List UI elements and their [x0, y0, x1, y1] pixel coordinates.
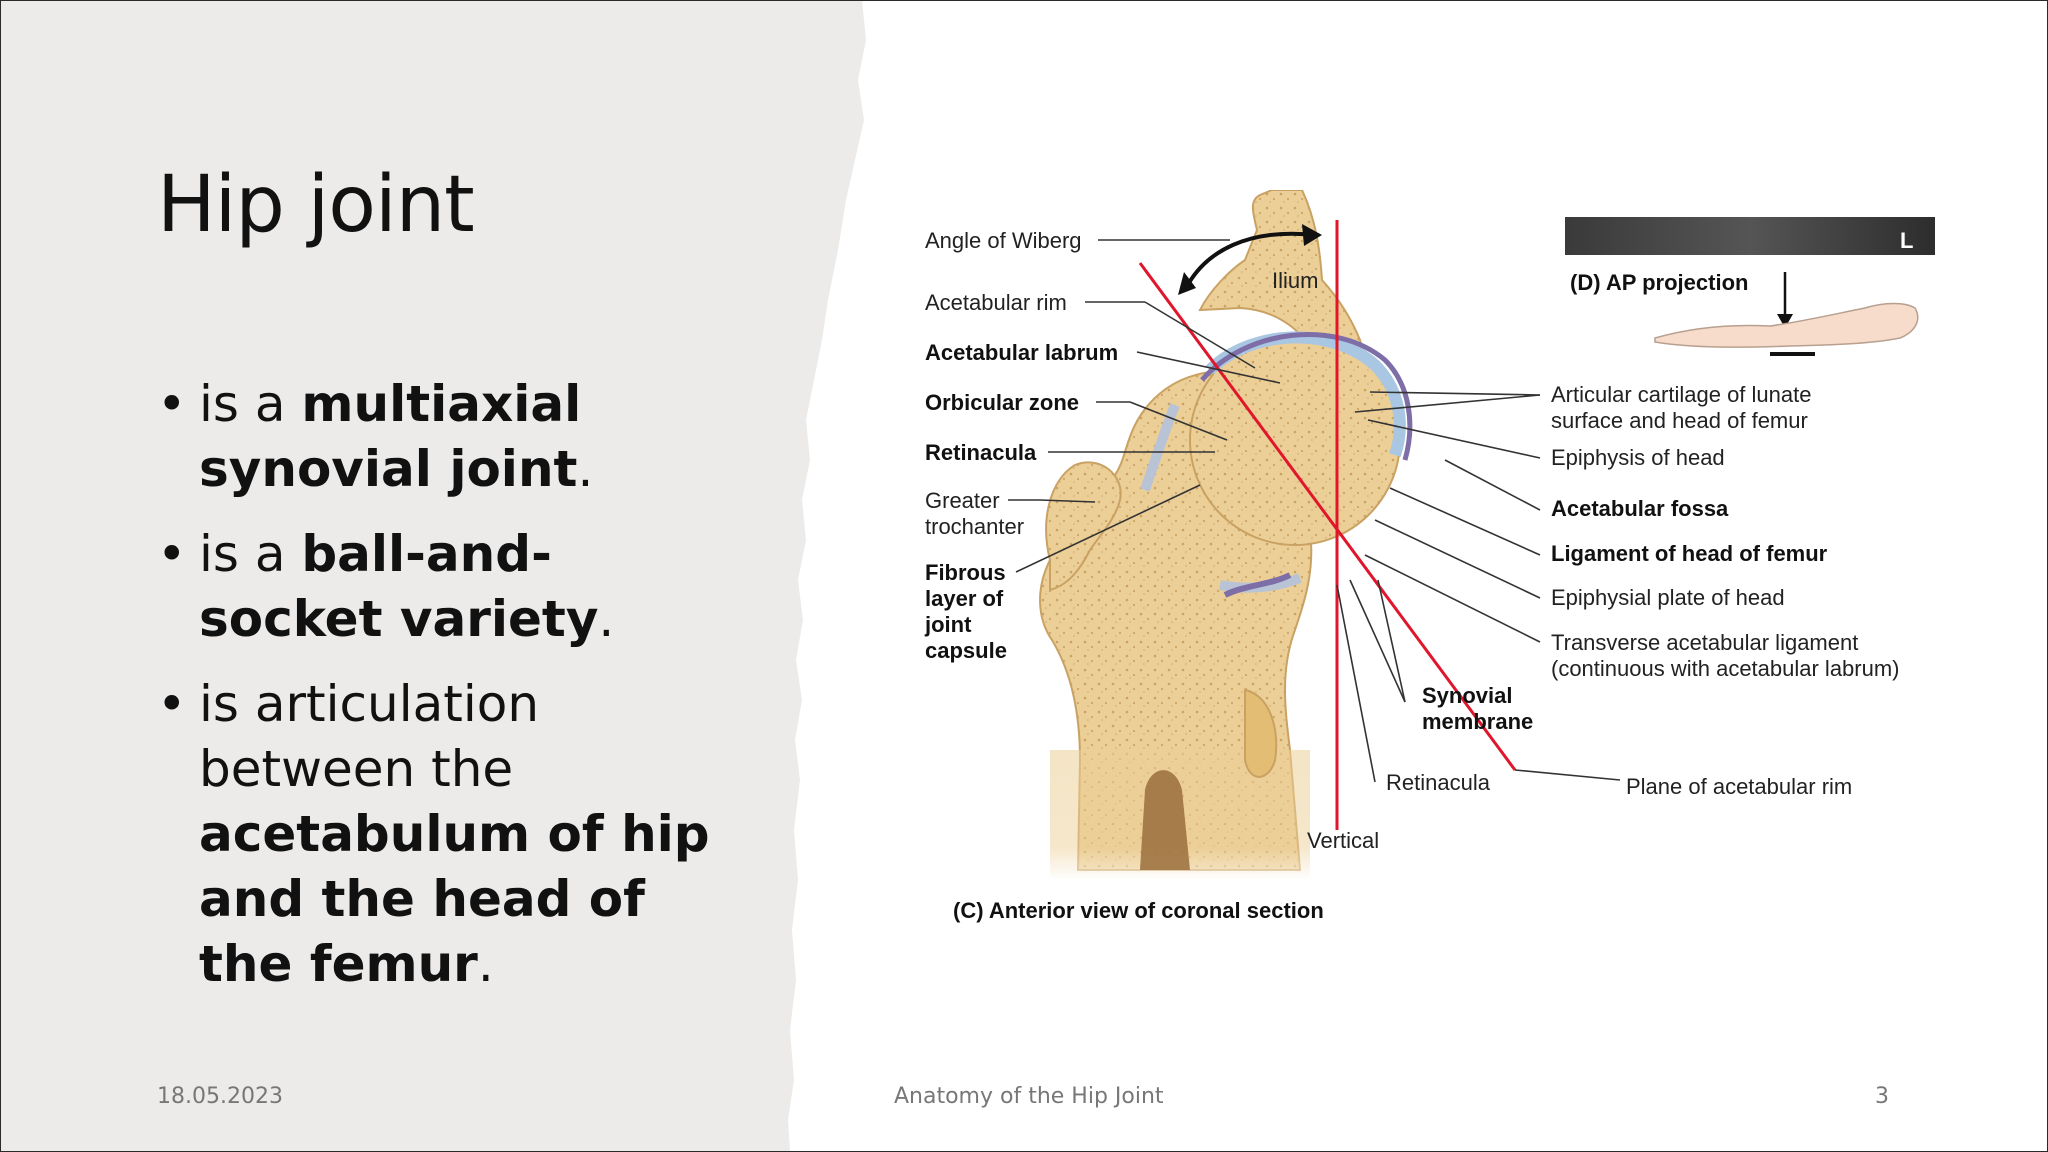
leader-lines [1008, 239, 1621, 783]
xray-strip [1565, 217, 1935, 255]
label-ilium: Ilium [1272, 268, 1318, 293]
label-articular-cartilage: surface and head of femur [1551, 408, 1808, 433]
label-epiphysial-plate: Epiphysial plate of head [1551, 585, 1785, 610]
bold-term: multiaxial synovial joint [199, 375, 582, 498]
acetabular-rim-plane-line [1138, 262, 1517, 771]
label-fibrous-layer: Fibrous [925, 560, 1006, 585]
bold-term: ball-and-socket variety [199, 525, 599, 648]
label-acetabular-fossa: Acetabular fossa [1551, 496, 1729, 521]
angle-arrowhead-left [1178, 272, 1196, 295]
label-transverse-ligament: Transverse acetabular ligament [1551, 630, 1858, 655]
patient-figure [1654, 302, 1919, 348]
synovial-membrane-lower [1223, 572, 1292, 598]
footer-title: Anatomy of the Hip Joint [894, 1084, 1164, 1109]
label-acetabular-rim: Acetabular rim [925, 290, 1067, 315]
hip-joint-diagram: Angle of Wiberg Ilium Acetabular rim Ace… [924, 190, 1935, 923]
label-greater-trochanter: Greater [925, 488, 1000, 513]
label-ligament-of-head: Ligament of head of femur [1551, 541, 1828, 566]
bold-term: acetabulum of hip and the head of the fe… [199, 805, 710, 993]
bullet-item: is articulation between the acetabulum o… [157, 672, 717, 997]
slide-title: Hip joint [157, 160, 475, 250]
label-retinacula-bottom: Retinacula [1386, 770, 1491, 795]
label-plane-of-acetabular-rim: Plane of acetabular rim [1626, 774, 1852, 799]
label-orbicular-zone: Orbicular zone [925, 390, 1079, 415]
label-fibrous-layer: layer of [925, 586, 1004, 611]
caption-anterior-view: (C) Anterior view of coronal section [953, 898, 1324, 923]
greater-trochanter-shape [1045, 461, 1122, 592]
label-greater-trochanter: trochanter [925, 514, 1024, 539]
medullary-cavity-shape [1140, 770, 1190, 870]
angle-arrow [1183, 231, 1316, 291]
bullet-item: is a ball-and-socket variety. [157, 522, 717, 652]
footer-date: 18.05.2023 [157, 1084, 283, 1109]
inset-letter: L [1900, 228, 1913, 253]
synovial-membrane-shape [1200, 331, 1413, 461]
caption-ap-projection: (D) AP projection [1570, 270, 1748, 295]
label-acetabular-labrum: Acetabular labrum [925, 340, 1118, 365]
ap-projection-inset: L (D) AP projection [1565, 217, 1935, 356]
label-angle-of-wiberg: Angle of Wiberg [925, 228, 1082, 253]
bullet-item: is a multiaxial synovial joint. [157, 372, 717, 502]
page-number: 3 [1875, 1084, 1889, 1109]
label-synovial-membrane: Synovial [1422, 683, 1512, 708]
label-retinacula-left: Retinacula [925, 440, 1037, 465]
label-synovial-membrane: membrane [1422, 709, 1533, 734]
label-fibrous-layer: capsule [925, 638, 1007, 663]
lesser-trochanter-shape [1244, 688, 1278, 778]
label-transverse-ligament: (continuous with acetabular labrum) [1551, 656, 1900, 681]
bullet-list: is a multiaxial synovial joint. is a bal… [157, 372, 717, 1017]
label-articular-cartilage: Articular cartilage of lunate [1551, 382, 1811, 407]
label-vertical: Vertical [1307, 828, 1379, 853]
label-epiphysis-of-head: Epiphysis of head [1551, 445, 1725, 470]
angle-arrowhead-right [1302, 224, 1322, 246]
label-fibrous-layer: joint [924, 612, 972, 637]
